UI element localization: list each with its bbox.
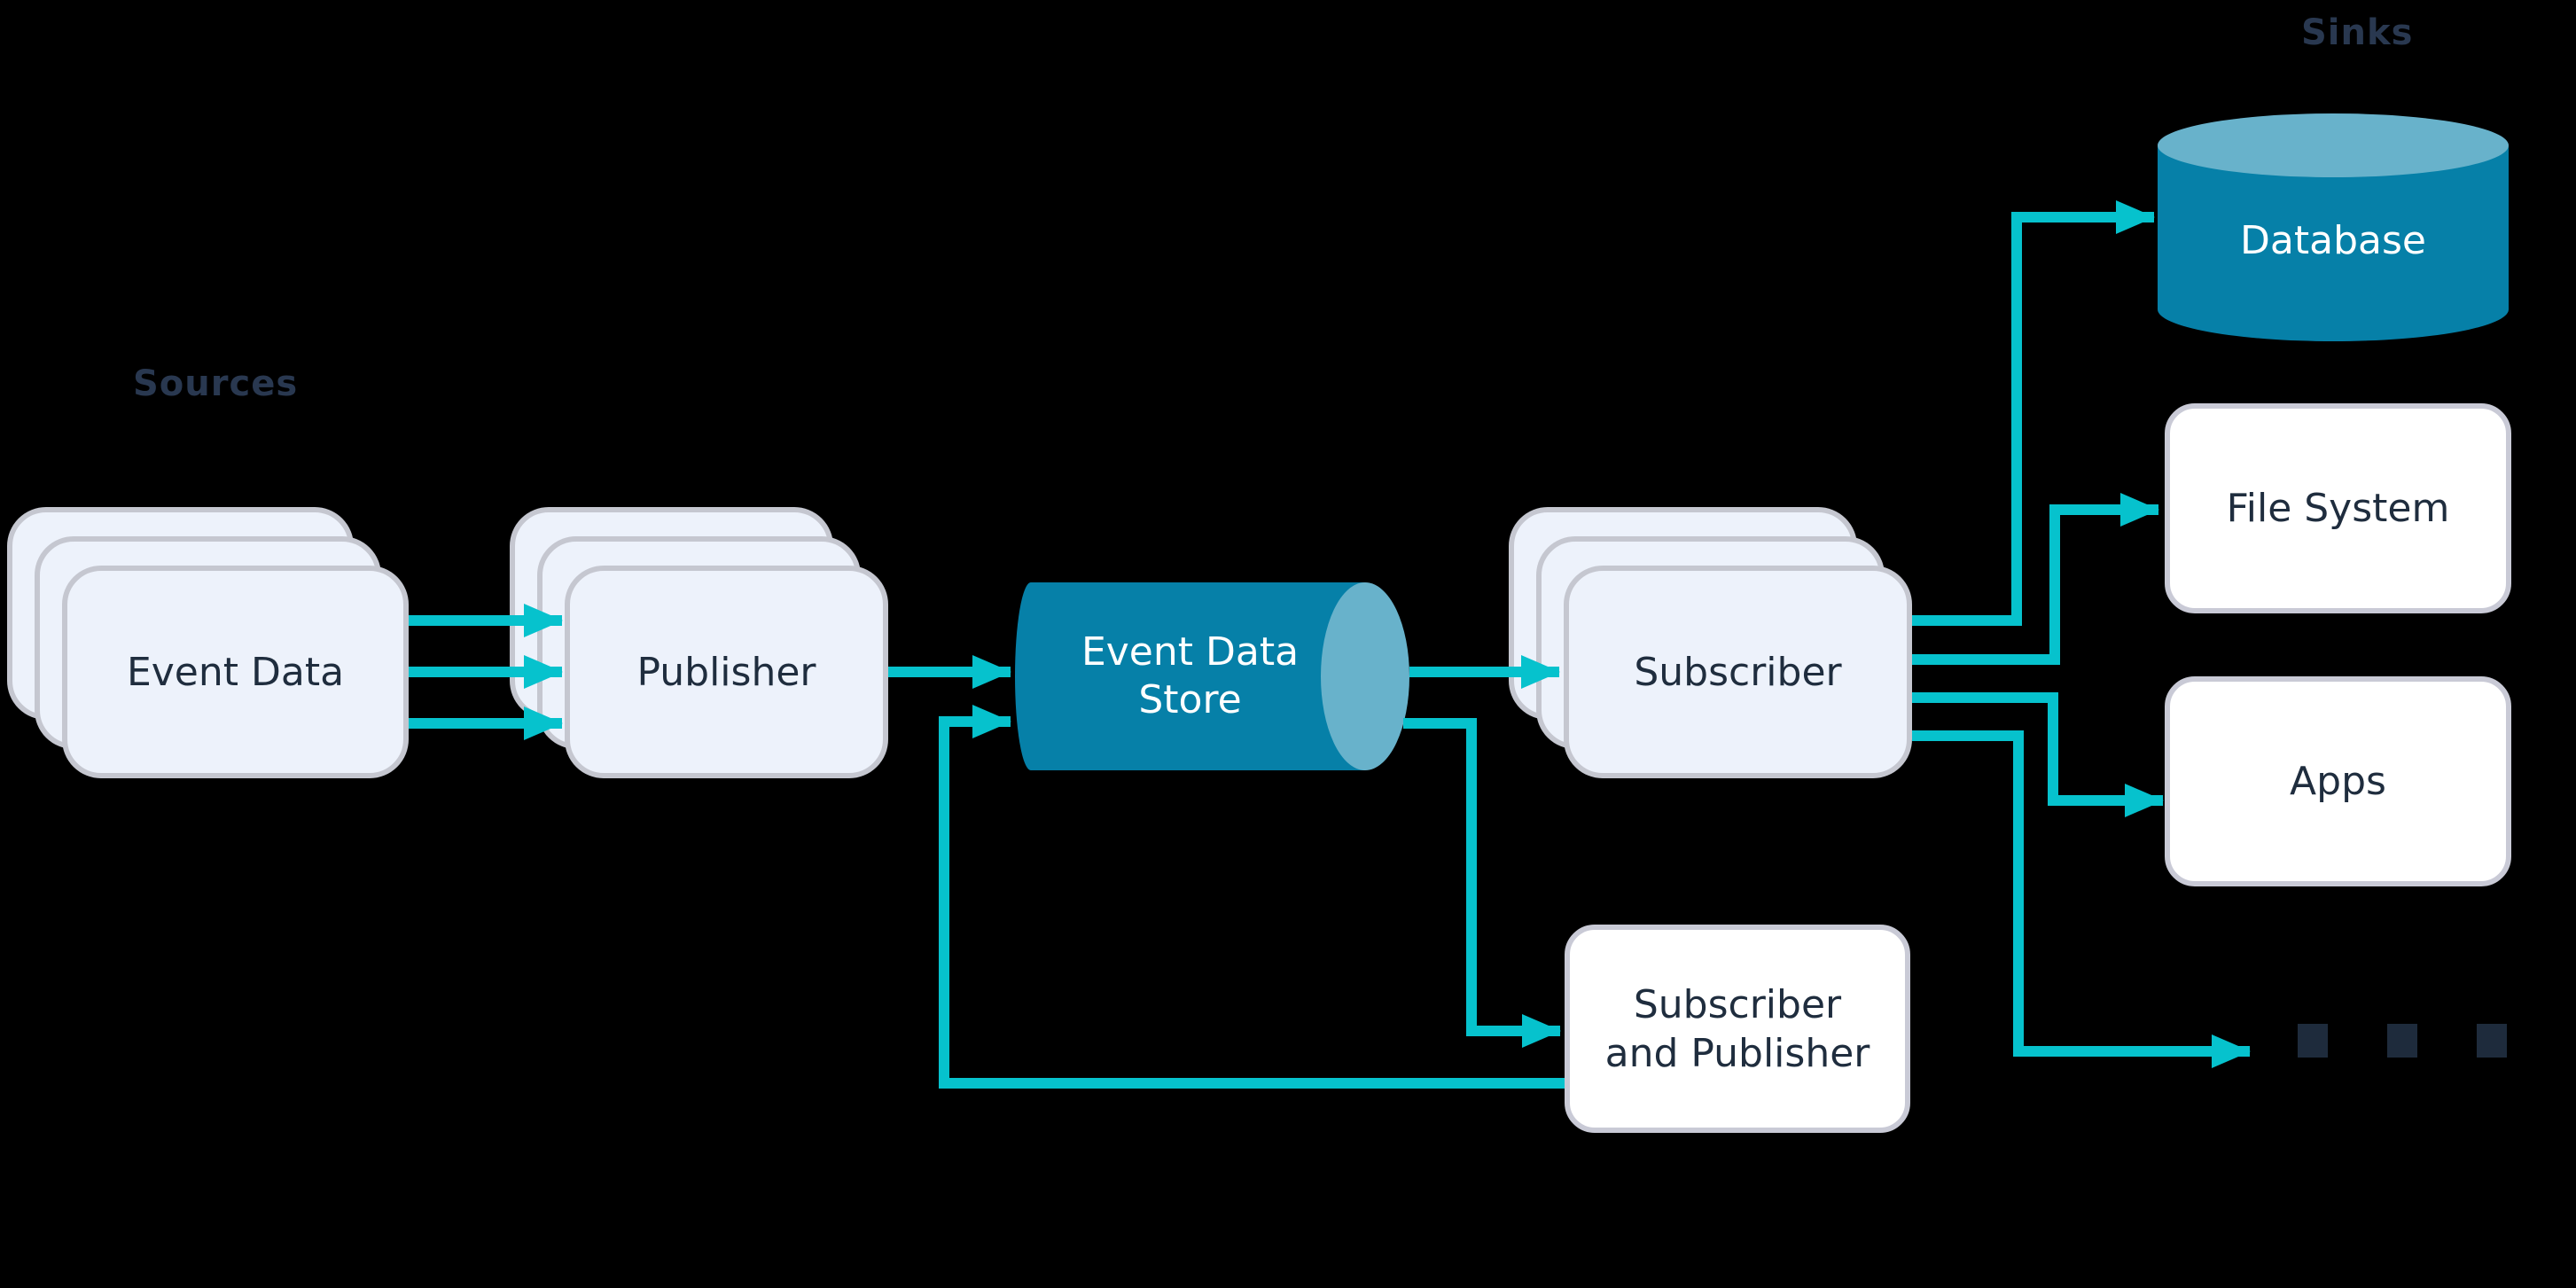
event-data-store-label: Event Data Store xyxy=(1015,582,1365,770)
ellipsis-square xyxy=(2298,1024,2328,1058)
subpub-label-line1: Subscriber xyxy=(1633,981,1842,1027)
stack-card-front: Subscriber xyxy=(1564,566,1912,778)
database-label-wrap: Database xyxy=(2158,113,2509,342)
subpub-label-line2: and Publisher xyxy=(1604,1030,1870,1076)
database-cylinder-shape xyxy=(2158,113,2509,341)
database-label: Database xyxy=(2240,218,2426,264)
node-database: Database xyxy=(2158,113,2509,342)
ellipsis-icon xyxy=(2298,1024,2510,1058)
edge-subscriber-apps xyxy=(1912,692,2164,817)
stack-card-front: Publisher xyxy=(565,566,888,778)
event-data-label: Event Data xyxy=(126,649,345,695)
edge-subscriber-database xyxy=(1912,200,2155,626)
publisher-label: Publisher xyxy=(636,649,816,695)
apps-label: Apps xyxy=(2290,759,2386,804)
sinks-label: Sinks xyxy=(2301,12,2414,53)
store-label-line2: Store xyxy=(1138,677,1242,722)
node-subscriber-and-publisher: Subscriber and Publisher xyxy=(1565,925,1910,1133)
subscriber-label: Subscriber xyxy=(1634,649,1842,695)
edge-subscriber-filesystem xyxy=(1912,493,2159,665)
ellipsis-square xyxy=(2477,1024,2507,1058)
sources-label: Sources xyxy=(133,363,299,404)
node-file-system: File System xyxy=(2165,403,2511,613)
file-system-label: File System xyxy=(2226,486,2450,531)
node-event-data-store: Event Data Store xyxy=(1015,582,1409,770)
edge-store-subpub xyxy=(1403,718,1561,1048)
edge-subpub-store xyxy=(939,705,1565,1089)
node-apps: Apps xyxy=(2165,676,2511,886)
stack-card-front: Event Data xyxy=(62,566,409,778)
store-label-line1: Event Data xyxy=(1081,629,1300,675)
ellipsis-square xyxy=(2387,1024,2417,1058)
